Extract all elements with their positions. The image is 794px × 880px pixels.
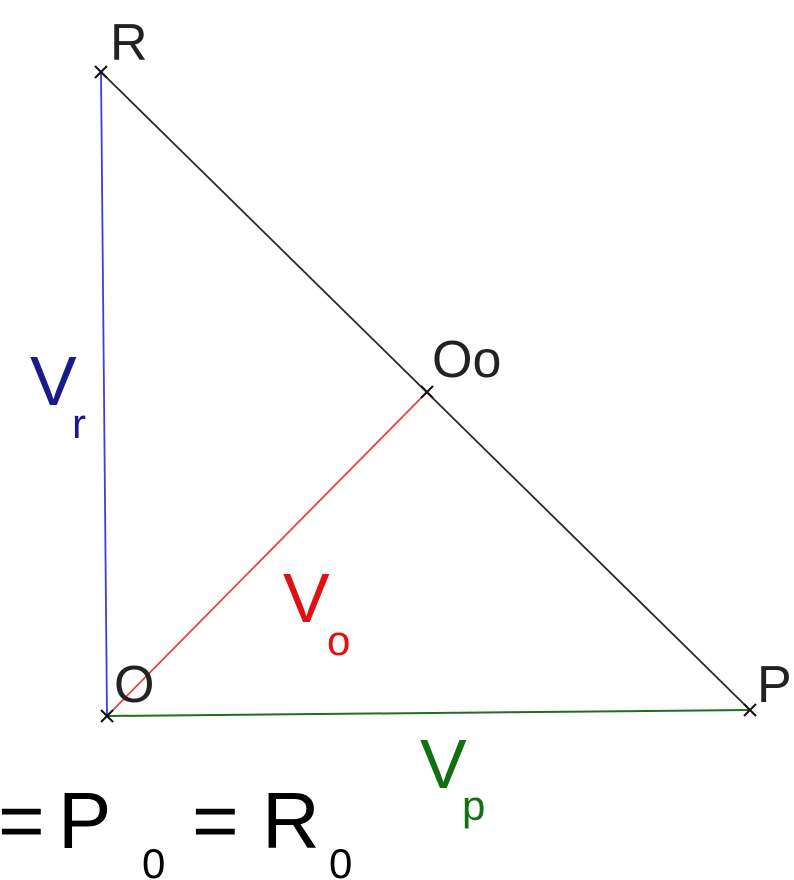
equation-p-subscript: 0 [142, 840, 165, 880]
vector-label-vp-sub: p [462, 782, 485, 829]
point-label-oo: Oo [432, 331, 501, 389]
equation-p: P [58, 776, 111, 865]
point-marker-p [743, 703, 757, 717]
equation-equals-1: = [0, 776, 45, 865]
equation-r-subscript: 0 [329, 840, 352, 880]
point-label-r: R [110, 14, 148, 72]
equation-r: R [262, 776, 320, 865]
vector-label-vr-sub: r [72, 400, 86, 447]
vector-label-vo-sub: o [327, 617, 350, 664]
point-marker-o [100, 709, 114, 723]
vector-label-vr: V [30, 342, 77, 420]
vector-line-vo [106, 391, 428, 717]
vector-label-vp: V [420, 725, 467, 803]
equation-equals-2: = [192, 776, 239, 865]
point-marker-r [94, 65, 108, 79]
vector-line-vr [100, 71, 108, 717]
vector-line-vp [106, 709, 751, 717]
vector-label-vo: V [283, 559, 330, 637]
point-label-o: O [114, 656, 154, 714]
point-label-p: P [757, 656, 792, 714]
point-marker-oo [420, 385, 434, 399]
